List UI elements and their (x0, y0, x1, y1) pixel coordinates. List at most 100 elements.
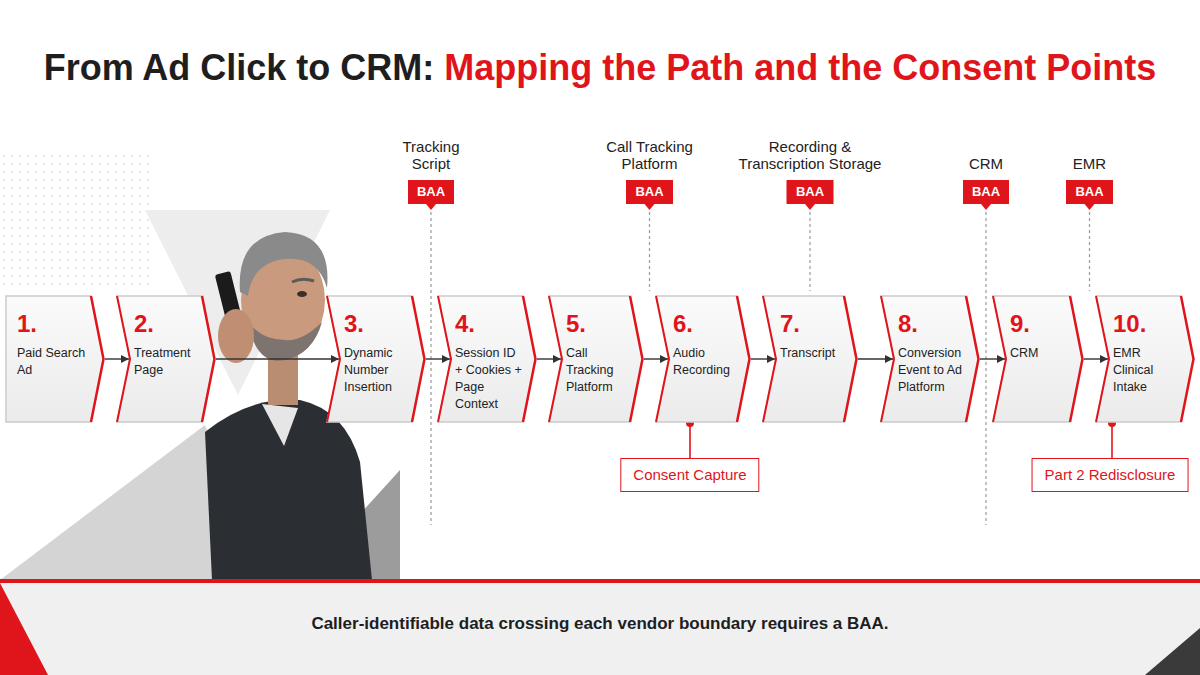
caption: Caller-identifiable data crossing each v… (0, 614, 1200, 634)
vendor-label: CRM (969, 155, 1003, 172)
chevron-notch (763, 296, 776, 422)
chevron-outline (117, 296, 215, 422)
vendor-label: EMR (1073, 155, 1106, 172)
baa-badge: Tracking ScriptBAA (385, 138, 477, 204)
chevron-notch (549, 296, 562, 422)
chevron-shape (548, 295, 644, 423)
flow-arrow (980, 358, 1005, 359)
hand (218, 309, 254, 363)
badge-pointer (981, 204, 991, 210)
vendor-label: Tracking Script (385, 138, 477, 173)
vendor-label: Call Tracking Platform (600, 138, 700, 173)
step-label: CRM (1010, 345, 1072, 362)
callout-label: Consent Capture (633, 466, 746, 484)
step-number: 10. (1113, 311, 1183, 337)
boundary-line (1089, 212, 1090, 291)
dot-pattern (0, 150, 150, 290)
chevron-outline (993, 296, 1083, 422)
step-label: Call Tracking Platform (566, 345, 632, 396)
chevron-notch (993, 296, 1006, 422)
footer-band (0, 583, 1200, 675)
chevron-notch (117, 296, 130, 422)
callout-box: Part 2 Redisclosure (1032, 458, 1189, 492)
chevron-notch (438, 296, 451, 422)
chevron-notch (656, 296, 669, 422)
badge-pointer (1085, 204, 1095, 210)
footer-rule (0, 579, 1200, 583)
chevron-outline (438, 296, 536, 422)
flow-arrow (1084, 358, 1108, 359)
step-number: 5. (566, 311, 632, 337)
step-chevron: 4. Session ID + Cookies + Page Context (437, 295, 537, 423)
hair (240, 232, 328, 296)
step-label: Session ID + Cookies + Page Context (455, 345, 525, 413)
callout-label: Part 2 Redisclosure (1045, 466, 1176, 484)
boundary-line (649, 212, 650, 291)
chevron-outline (881, 296, 979, 422)
badge-pointer (805, 204, 815, 210)
step-chevron: 10. EMR Clinical Intake (1095, 295, 1195, 423)
step-chevron: 2. Treatment Page (116, 295, 216, 423)
boundary-line (430, 212, 431, 525)
chevron-tip (523, 296, 536, 422)
jacket (205, 400, 372, 580)
chevron-tip (1181, 296, 1194, 422)
boundary-line (809, 212, 810, 291)
step-number: 7. (780, 311, 846, 337)
boundary-lines (431, 212, 1090, 525)
chevron-outline (656, 296, 750, 422)
step-label: Dynamic Number Insertion (344, 345, 414, 396)
baa-badge: Recording & Transcription StorageBAA (728, 138, 893, 204)
beard (248, 322, 322, 361)
step-chevron: 8.Conversion Event to Ad Platform (880, 295, 980, 423)
flow-arrow (644, 358, 668, 359)
chevron-outline (549, 296, 643, 422)
flow-arrow (751, 358, 775, 359)
chevron-tip (1070, 296, 1083, 422)
baa-badge: EMR BAA (1055, 155, 1125, 204)
badge-pointer (645, 204, 655, 210)
chevron-outline (327, 296, 425, 422)
step-chevron: 6. Audio Recording (655, 295, 751, 423)
step-number: 4. (455, 311, 525, 337)
baa-tag: BAA (787, 180, 833, 204)
chevron-tip (412, 296, 425, 422)
footer-corner (1145, 628, 1200, 675)
baa-tag: BAA (626, 180, 672, 204)
baa-tag: BAA (1066, 180, 1112, 204)
step-number: 3. (344, 311, 414, 337)
step-chevron: 1.Paid Search Ad (5, 295, 105, 423)
shirt-collar (262, 404, 298, 446)
step-label: Treatment Page (134, 345, 204, 379)
chevron-tip (202, 296, 215, 422)
leader-line (1111, 423, 1113, 458)
badge-pointers (426, 204, 1095, 210)
vendor-label: Recording & Transcription Storage (728, 138, 893, 173)
chevron-notch (881, 296, 894, 422)
step-number: 6. (673, 311, 739, 337)
chevron-notch (327, 296, 340, 422)
chevron-outline (1096, 296, 1194, 422)
leader-line (689, 423, 691, 458)
title: From Ad Click to CRM: Mapping the Path a… (44, 46, 1157, 89)
step-chevron: 9. CRM (992, 295, 1084, 423)
chevron-tip (630, 296, 643, 422)
flow-arrow (216, 358, 339, 359)
step-chevron: 7. Transcript (762, 295, 858, 423)
baa-tag: BAA (408, 180, 454, 204)
baa-badge: CRMBAA (951, 155, 1021, 204)
step-label: Transcript (780, 345, 846, 362)
step-number: 9. (1010, 311, 1072, 337)
step-label: Audio Recording (673, 345, 739, 379)
step-number: 8. (898, 311, 968, 337)
chevron-tip (844, 296, 857, 422)
title-accent: Mapping the Path and the Consent Points (444, 47, 1156, 88)
chevron-notch (1096, 296, 1109, 422)
chevron-outline (6, 296, 104, 422)
step-number: 1. (17, 311, 93, 337)
step-chevron: 3. Dynamic Number Insertion (326, 295, 426, 423)
boundary-line (985, 212, 986, 525)
step-chevron: 5. Call Tracking Platform (548, 295, 644, 423)
step-number: 2. (134, 311, 204, 337)
step-label: EMR Clinical Intake (1113, 345, 1183, 396)
